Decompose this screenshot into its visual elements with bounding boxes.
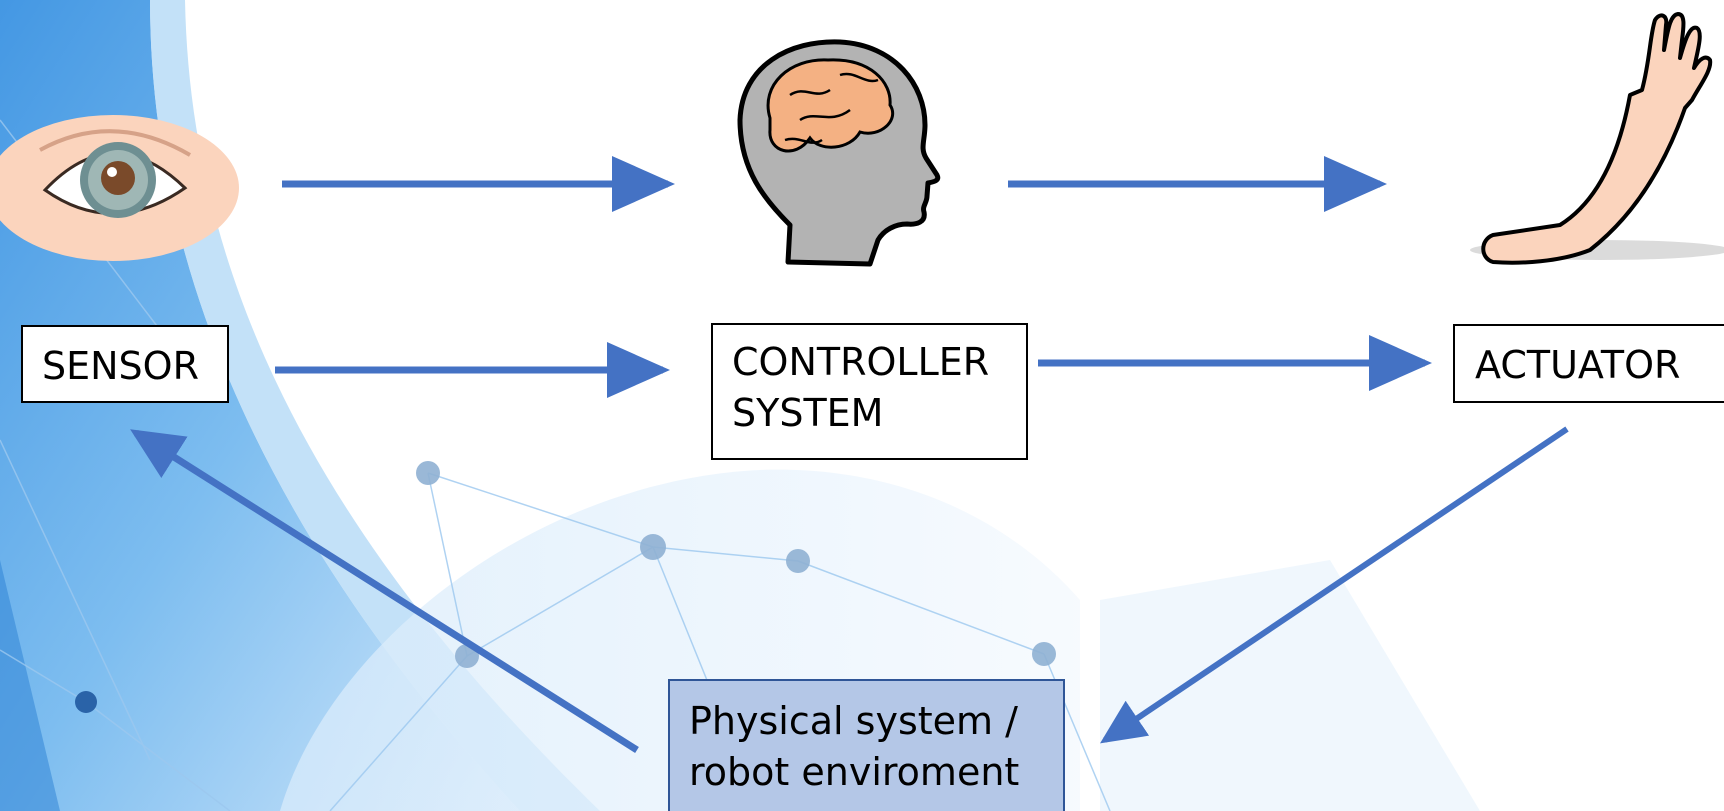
- eye-icon: [0, 115, 239, 261]
- arm-icon: [1470, 12, 1724, 265]
- sensor-label: SENSOR: [42, 344, 199, 388]
- controller-label-line1: CONTROLLER: [732, 340, 990, 384]
- physical-label-line2: robot enviroment: [689, 750, 1020, 795]
- physical-system-node: Physical system / robot enviroment: [668, 679, 1065, 811]
- controller-node: CONTROLLER SYSTEM: [711, 323, 1028, 460]
- brain-head-icon: [737, 39, 941, 267]
- actuator-node: ACTUATOR: [1453, 324, 1724, 403]
- arrow-physical-to-sensor: [130, 429, 639, 753]
- sensor-node: SENSOR: [21, 325, 229, 403]
- actuator-label: ACTUATOR: [1475, 343, 1681, 387]
- arrow-actuator-to-physical: [1100, 426, 1569, 744]
- controller-label-line2: SYSTEM: [732, 391, 884, 436]
- physical-label-line1: Physical system /: [689, 699, 1018, 743]
